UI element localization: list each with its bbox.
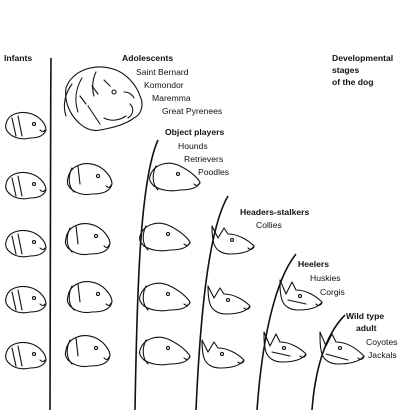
object-player-head-3 — [139, 282, 191, 312]
header-stalker-head-2 — [207, 285, 251, 315]
breed-hounds: Hounds — [178, 141, 208, 151]
divider-headers-heelers — [256, 253, 297, 411]
divider-adolescents-object-players — [134, 139, 159, 411]
breed-collies: Collies — [256, 220, 282, 230]
infant-head-2 — [5, 171, 47, 200]
breed-komondor: Komondor — [144, 80, 184, 90]
infant-head-5 — [5, 341, 47, 370]
divider-heelers-wild — [311, 314, 346, 411]
breed-maremma: Maremma — [152, 93, 191, 103]
object-player-head-4 — [139, 336, 191, 366]
breed-jackals: Jackals — [368, 350, 397, 360]
divider-object-players-headers — [195, 195, 229, 411]
headers-stalkers-label: Headers-stalkers — [240, 207, 310, 217]
breed-huskies: Huskies — [310, 273, 341, 283]
wild-type-label-line-1: Wild type — [346, 311, 385, 321]
breed-coyotes: Coyotes — [366, 337, 398, 347]
object-player-head-1 — [149, 162, 201, 192]
breed-great-pyrenees: Great Pyrenees — [162, 106, 223, 116]
adolescent-head-4 — [64, 335, 111, 368]
heeler-head-2 — [263, 331, 307, 363]
saint-bernard-head — [63, 66, 143, 132]
wild-type-label-line-2: adult — [356, 323, 377, 333]
header-stalker-head-3 — [201, 339, 245, 369]
breed-retrievers: Retrievers — [184, 154, 224, 164]
breed-corgis: Corgis — [320, 287, 345, 297]
breed-poodles: Poodles — [198, 167, 230, 177]
infant-head-4 — [5, 285, 47, 314]
header-stalker-head-1 — [211, 225, 255, 255]
adolescent-head-1 — [66, 163, 113, 196]
dog-heads — [5, 66, 365, 370]
title-line-3: of the dog — [332, 77, 374, 87]
adolescent-head-2 — [64, 223, 111, 256]
infant-head-1 — [5, 111, 47, 140]
adolescent-head-3 — [66, 281, 113, 314]
infant-head-3 — [5, 229, 47, 258]
divider-infants-adolescents — [49, 57, 52, 411]
breed-saint-bernard: Saint Bernard — [136, 67, 189, 77]
adolescents-label: Adolescents — [122, 53, 174, 63]
title-line-1: Developmental — [332, 53, 394, 63]
object-player-head-2 — [139, 222, 191, 252]
object-players-label: Object players — [165, 127, 225, 137]
wild-type-head — [319, 331, 365, 365]
heelers-label: Heelers — [298, 259, 330, 269]
heeler-head-1 — [279, 279, 323, 311]
title-line-2: stages — [332, 65, 360, 75]
infants-label: Infants — [4, 53, 33, 63]
